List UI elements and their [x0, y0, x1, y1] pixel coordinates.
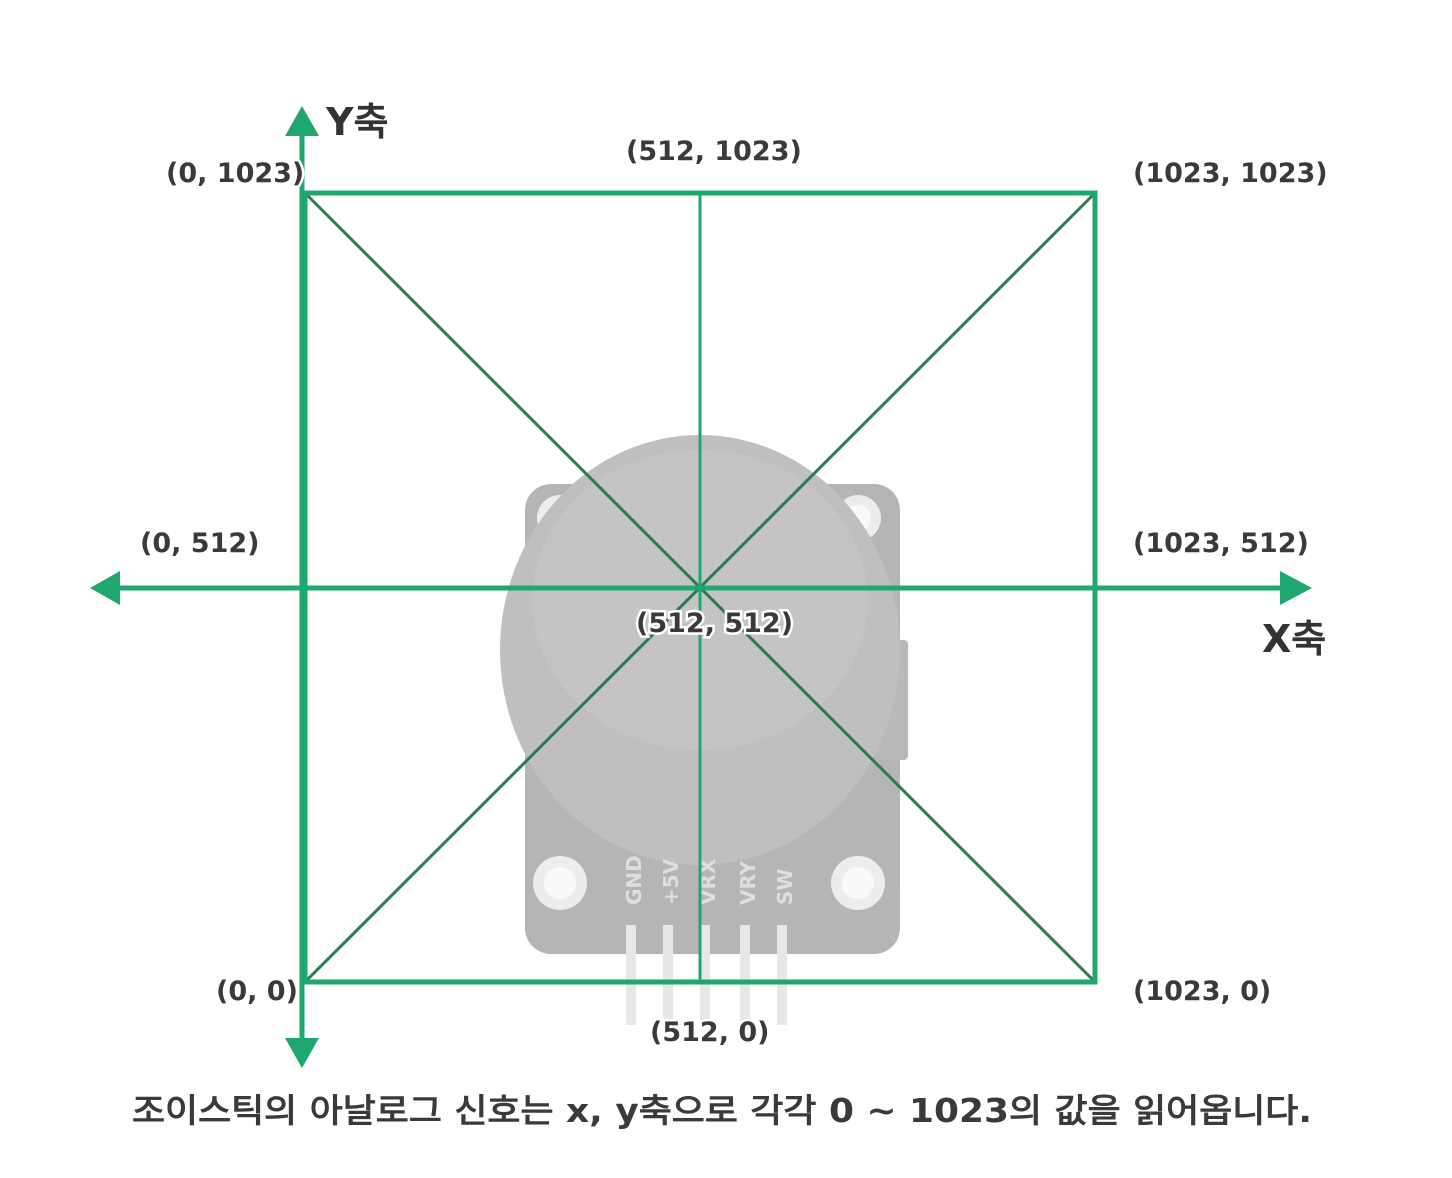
module-header-pins	[626, 925, 787, 1025]
pin-label-gnd: GND	[622, 855, 646, 905]
diagram-caption: 조이스틱의 아날로그 신호는 x, y축으로 각각 0 ~ 1023의 값을 읽…	[132, 1091, 1312, 1130]
y-axis-bottom-arrow	[285, 1038, 319, 1068]
module-pcb	[525, 484, 900, 954]
coord-label-top-right: (1023, 1023)	[1133, 158, 1328, 189]
y-axis	[285, 106, 319, 1068]
x-axis	[90, 571, 1312, 605]
coord-label-bottom-center: (512, 0)	[650, 1017, 769, 1048]
x-axis-left-arrow	[90, 571, 120, 605]
coord-label-top-center: (512, 1023)	[626, 136, 802, 167]
pin-labels: GND +5V VRX VRY SW	[622, 855, 797, 905]
pin-label-5v: +5V	[659, 858, 683, 905]
pin-label-sw: SW	[773, 869, 797, 905]
coord-label-bottom-right: (1023, 0)	[1133, 976, 1271, 1007]
coord-label-center: (512, 512)	[636, 608, 793, 639]
x-axis-right-arrow	[1280, 571, 1312, 605]
y-axis-label: Y축	[325, 100, 388, 144]
coord-label-bottom-left: (0, 0)	[216, 976, 298, 1007]
coord-label-top-left: (0, 1023)	[166, 158, 304, 189]
mounting-holes	[533, 495, 885, 910]
y-axis-top-arrow	[285, 106, 319, 136]
pin-label-vry: VRY	[736, 860, 760, 905]
side-switch	[876, 640, 908, 760]
joystick-module-image: GND +5V VRX VRY SW	[500, 435, 908, 1025]
coord-label-mid-right: (1023, 512)	[1133, 528, 1309, 559]
x-axis-label: X축	[1262, 617, 1326, 661]
coord-label-mid-left: (0, 512)	[140, 528, 259, 559]
